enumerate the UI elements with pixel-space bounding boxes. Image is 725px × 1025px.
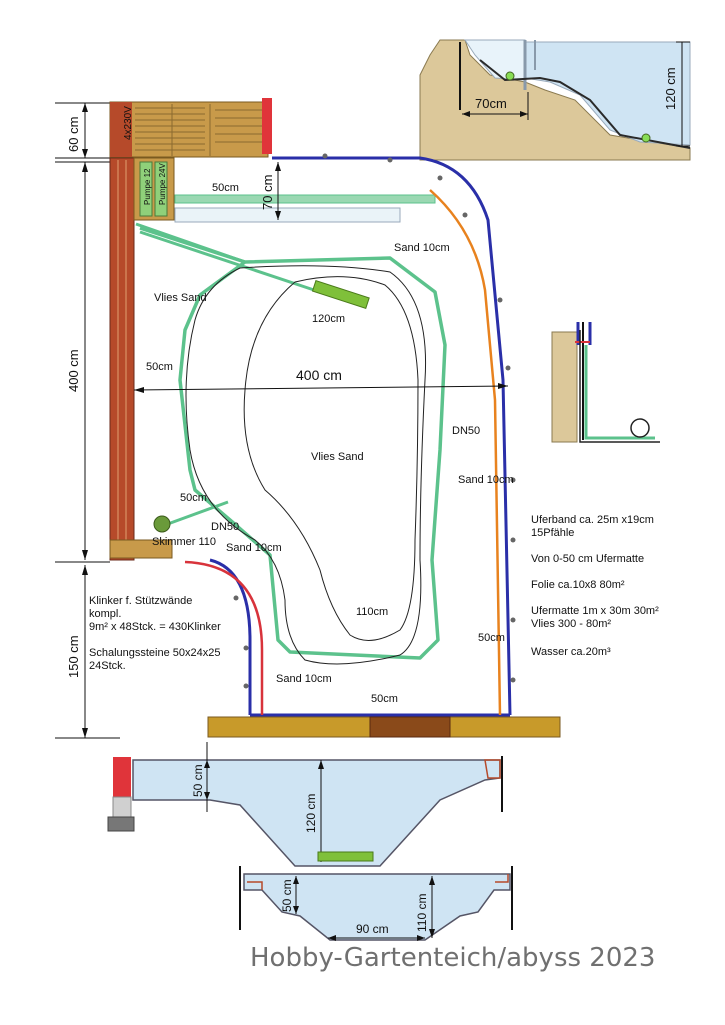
section2-50cm: 50 cm	[280, 879, 294, 912]
note-left-line: Klinker f. Stützwände	[89, 595, 192, 607]
label-50cm-lower-left: 50cm	[180, 492, 207, 504]
note-left-line: 9m² x 48Stck. = 430Klinker	[89, 621, 221, 633]
socket-label: 4x230V	[123, 106, 134, 140]
dim-400cm-vertical: 400 cm	[66, 349, 81, 392]
cross-section-2: 50 cm 110 cm 90 cm	[239, 866, 513, 941]
label-sand-bottom: Sand 10cm	[276, 673, 332, 685]
note-right-line: 15Pfähle	[531, 527, 574, 539]
note-right-line: Wasser ca.20m³	[531, 646, 611, 658]
label-sand-top: Sand 10cm	[394, 242, 450, 254]
label-50cm-right: 50cm	[478, 632, 505, 644]
label-50cm-left: 50cm	[146, 361, 173, 373]
note-right-line: Von 0-50 cm Ufermatte	[531, 553, 644, 565]
pump-box-2: Pumpe 24V	[158, 163, 167, 205]
label-vlies-sand-top: Vlies Sand	[154, 292, 207, 304]
pump-box-1: Pumpe 12	[143, 168, 152, 205]
top-cross-section: 70cm 120 cm	[419, 39, 691, 161]
label-dn50-right: DN50	[452, 425, 480, 437]
dim-70cm: 70 cm	[260, 175, 275, 210]
left-dimensions: 60 cm 400 cm 150 cm	[55, 102, 120, 739]
terrace: 4x230V	[109, 98, 272, 158]
label-dn50-lower: DN50	[211, 521, 239, 533]
section2-width: 90 cm	[356, 922, 389, 936]
label-50cm-top: 50cm	[212, 182, 239, 194]
section2-depth: 110 cm	[415, 894, 429, 932]
pond-outline: 400 cm 70 cm	[133, 153, 561, 738]
top-section-depth-label: 120 cm	[663, 67, 678, 110]
label-sand-lower: Sand 10cm	[226, 542, 282, 554]
note-left-line: kompl.	[89, 608, 121, 620]
watermark: Hobby-Gartenteich/abyss 2023	[250, 943, 655, 973]
notes-left: Klinker f. Stützwände kompl. 9m² x 48Stc…	[89, 595, 221, 672]
dim-150cm: 150 cm	[66, 635, 81, 678]
label-120cm-zone: 120cm	[312, 313, 345, 325]
note-right-line: Ufermatte 1m x 30m 30m²	[531, 605, 659, 617]
section1-depth: 120 cm	[304, 794, 318, 833]
note-right-line: Vlies 300 - 80m²	[531, 618, 611, 630]
note-left-line: 24Stck.	[89, 660, 126, 672]
note-right-line: Folie ca.10x8 80m²	[531, 579, 625, 591]
top-section-width-label: 70cm	[475, 96, 507, 111]
dim-60cm: 60 cm	[66, 117, 81, 152]
note-left-line: Schalungssteine 50x24x25	[89, 647, 220, 659]
label-vlies-sand-center: Vlies Sand	[311, 451, 364, 463]
label-sand-right: Sand 10cm	[458, 474, 514, 486]
label-110cm-zone: 110cm	[356, 606, 388, 618]
left-wall: Pumpe 12 Pumpe 24V	[109, 157, 175, 561]
label-skimmer: Skimmer 110	[152, 536, 216, 548]
label-50cm-bottom: 50cm	[371, 693, 398, 705]
dim-400cm-horizontal: 400 cm	[296, 367, 342, 383]
note-right-line: Uferband ca. 25m x19cm	[531, 514, 654, 526]
section1-50cm: 50 cm	[191, 764, 205, 797]
pond-labels: 50cm Sand 10cm Vlies Sand 120cm 50cm DN5…	[146, 182, 514, 705]
edge-detail	[551, 322, 660, 443]
notes-right: Uferband ca. 25m x19cm 15Pfähle Von 0-50…	[531, 514, 659, 658]
cross-section-1: 50 cm 120 cm	[107, 742, 503, 867]
